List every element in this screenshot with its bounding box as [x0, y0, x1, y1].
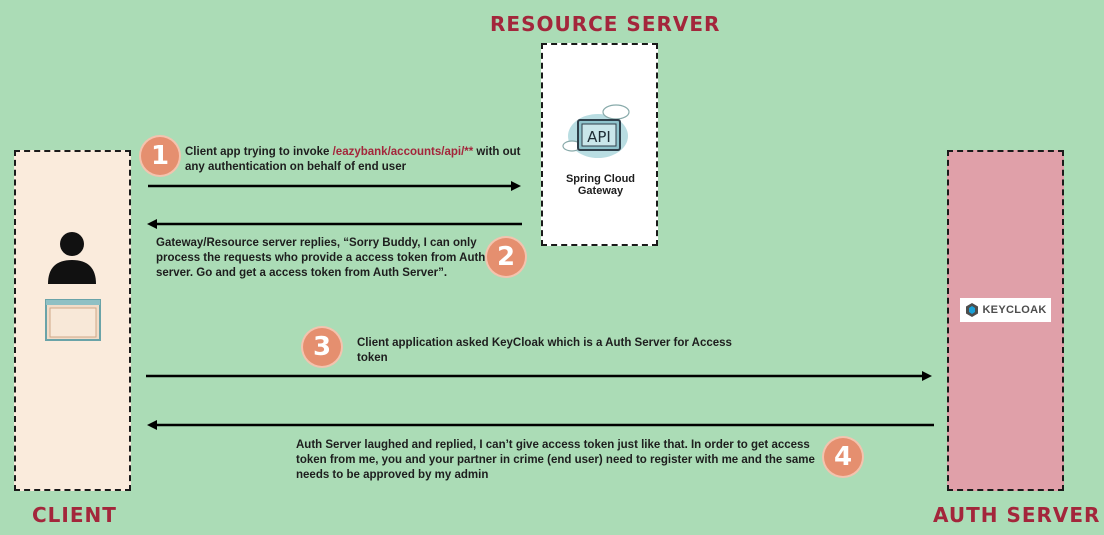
keycloak-logo: KEYCLOAK: [960, 298, 1051, 322]
keycloak-logo-text: KEYCLOAK: [982, 304, 1047, 316]
client-box: [14, 150, 131, 491]
auth-server-title: AUTH SERVER: [933, 503, 1101, 527]
step-3-number: 3: [312, 332, 332, 362]
step-3-text: Client application asked KeyCloak which …: [357, 337, 732, 364]
step-4-badge: 4: [824, 438, 862, 476]
api-cloud-icon: API: [562, 104, 630, 158]
step-4-arrow: [147, 420, 934, 430]
resource-server-title: RESOURCE SERVER: [490, 12, 721, 36]
step-1-highlight-path: /eazybank/accounts/api/**: [332, 146, 474, 158]
person-icon: [48, 232, 96, 284]
step-3-badge: 3: [303, 328, 341, 366]
step-2-arrow: [147, 219, 522, 229]
step-1-text-after: with out any authentication on behalf of…: [185, 146, 521, 173]
step-1-arrow: [148, 181, 521, 191]
step-4-number: 4: [833, 442, 853, 472]
step-1-number: 1: [150, 141, 170, 171]
auth-server-box: KEYCLOAK: [947, 150, 1064, 491]
resource-server-box: API Spring Cloud Gateway: [541, 43, 658, 246]
step-2-number: 2: [496, 242, 516, 272]
step-3-arrow: [146, 371, 932, 381]
client-title: CLIENT: [32, 503, 117, 527]
gateway-name: Spring Cloud Gateway: [565, 173, 636, 197]
api-label: API: [587, 128, 611, 146]
browser-window-icon: [45, 299, 101, 341]
step-1-badge: 1: [141, 137, 179, 175]
step-2-badge: 2: [487, 238, 525, 276]
step-2-text: Gateway/Resource server replies, “Sorry …: [156, 237, 486, 279]
step-4-text: Auth Server laughed and replied, I can’t…: [296, 439, 815, 481]
step-1-text: Client app trying to invoke /eazybank/ac…: [185, 145, 525, 175]
keycloak-logo-icon: [966, 303, 979, 317]
step-1-text-before: Client app trying to invoke: [185, 146, 333, 158]
